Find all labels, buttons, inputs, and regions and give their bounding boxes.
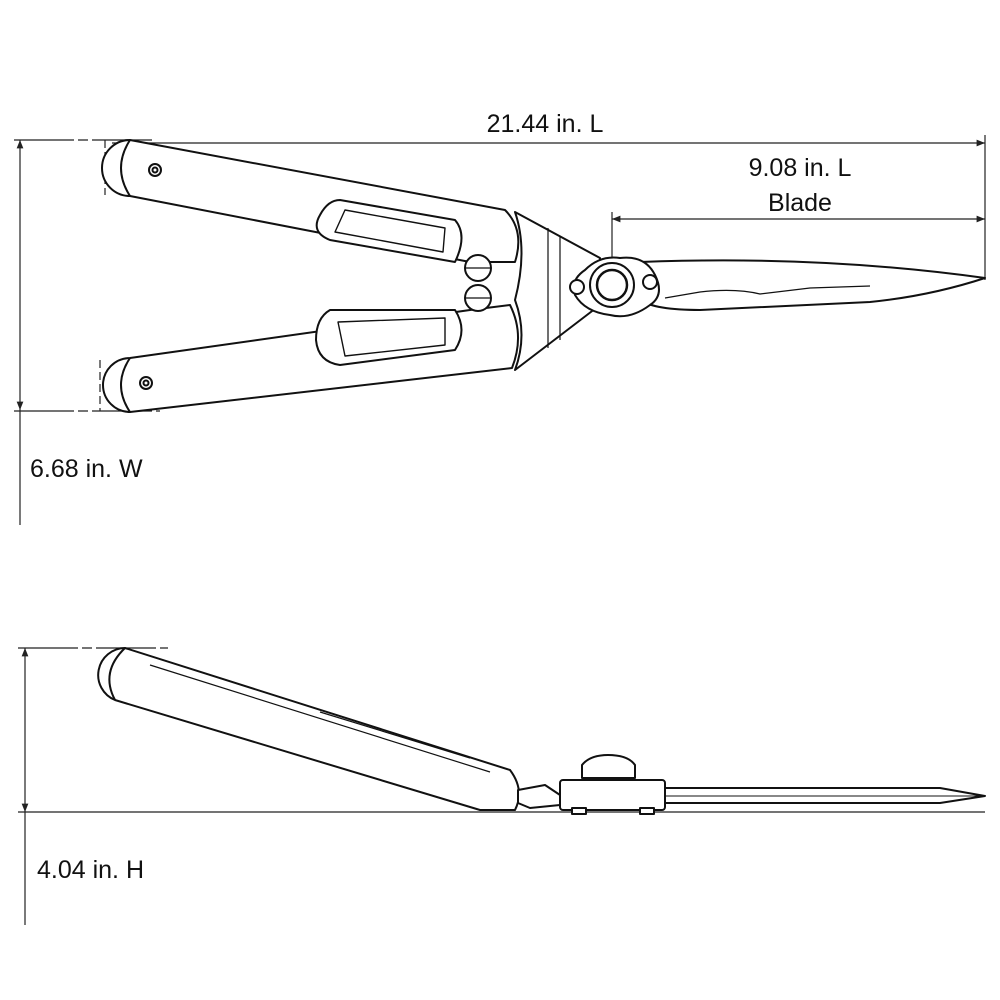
side-handle-cap-line — [108, 647, 126, 701]
side-handle-line — [149, 664, 491, 773]
upper-handle-rivet-center — [151, 166, 159, 174]
lower-handle-rivet-center — [142, 379, 150, 387]
top-view-shears — [101, 139, 986, 413]
side-handle — [97, 647, 520, 811]
side-neck — [517, 784, 561, 809]
blade-length-label: 9.08 in. L — [748, 154, 852, 182]
side-knob — [581, 754, 636, 779]
side-nut-left — [571, 807, 587, 815]
blade — [639, 259, 986, 311]
lower-grip-loop — [315, 309, 463, 366]
side-nut-right — [639, 807, 655, 815]
lower-handle-cap-line — [120, 357, 131, 413]
height-label: 4.04 in. H — [37, 856, 145, 884]
side-view-shears — [97, 647, 986, 815]
pivot-lobe-left — [569, 279, 585, 295]
neck — [514, 211, 601, 371]
side-pivot-plate — [559, 779, 666, 811]
blade-label: Blade — [768, 189, 832, 217]
upper-handle-cap-line — [120, 139, 131, 197]
pivot-nut-inner — [595, 268, 629, 302]
side-handle-line — [319, 711, 471, 759]
width-label: 6.68 in. W — [30, 455, 143, 483]
upper-grip-inner — [334, 209, 446, 253]
lower-grip-inner — [337, 317, 446, 357]
blade-wavy-edge — [664, 285, 871, 299]
upper-grip-loop — [315, 199, 463, 263]
overall-length-label: 21.44 in. L — [486, 110, 604, 138]
pivot-lobe-right — [642, 274, 658, 290]
